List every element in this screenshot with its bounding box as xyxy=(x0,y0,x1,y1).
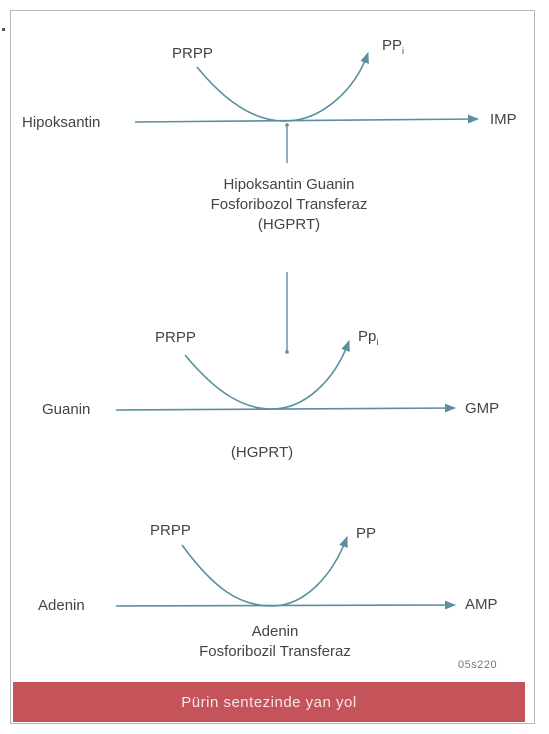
hgprt-enzyme-label: Hipoksantin Guanin Fosforibozol Transfer… xyxy=(211,175,368,235)
corner-mark xyxy=(2,28,5,31)
reaction1-byproduct-text: PP xyxy=(382,37,403,54)
enzyme-pointer-up-dot xyxy=(285,123,289,127)
figure-code: 05s220 xyxy=(458,659,498,671)
hgprt-line1: Hipoksantin Guanin xyxy=(223,176,355,193)
reaction2-curved-arrow xyxy=(184,339,350,410)
reaction2-byproduct-text: Pp xyxy=(358,328,377,345)
reaction3-substrate-label: Adenin xyxy=(38,597,85,614)
reaction1-prpp-label: PRPP xyxy=(172,45,213,62)
reaction2-prpp-label: PRPP xyxy=(155,329,196,346)
reaction1-substrate-label: Hipoksantin xyxy=(22,114,101,131)
reaction1-byproduct-label: PPi xyxy=(382,38,404,56)
reaction3-byproduct-label: PP xyxy=(356,525,377,542)
reaction2-product-label: GMP xyxy=(465,400,500,417)
caption-text: Pürin sentezinde yan yol xyxy=(181,693,357,711)
enzyme-pointer-down-dot xyxy=(285,350,289,354)
reaction1-product-label: IMP xyxy=(490,111,517,128)
reaction1-main-arrow xyxy=(134,114,480,124)
hgprt-line3: (HGPRT) xyxy=(257,216,321,233)
reaction2-enzyme-label: (HGPRT) xyxy=(230,444,294,461)
caption-banner: Pürin sentezinde yan yol xyxy=(13,682,525,722)
reaction3-prpp-label: PRPP xyxy=(150,522,191,539)
aprt-line1: Adenin xyxy=(251,623,299,640)
reaction3-main-arrow xyxy=(115,600,457,610)
reaction2-substrate-label: Guanin xyxy=(42,401,91,418)
reaction1-byproduct-sub: i xyxy=(402,46,405,56)
reaction3-product-label: AMP xyxy=(465,596,498,613)
reaction1-curved-arrow xyxy=(196,51,369,122)
hgprt-line2: Fosforibozol Transferaz xyxy=(210,196,368,213)
reaction2-main-arrow xyxy=(115,403,457,413)
reaction2-byproduct-sub: i xyxy=(376,337,379,347)
aprt-enzyme-label: Adenin Fosforibozil Transferaz xyxy=(199,622,351,662)
reaction2-byproduct-label: Ppi xyxy=(358,329,378,347)
reaction3-curved-arrow xyxy=(181,535,348,607)
aprt-line2: Fosforibozil Transferaz xyxy=(199,643,351,660)
